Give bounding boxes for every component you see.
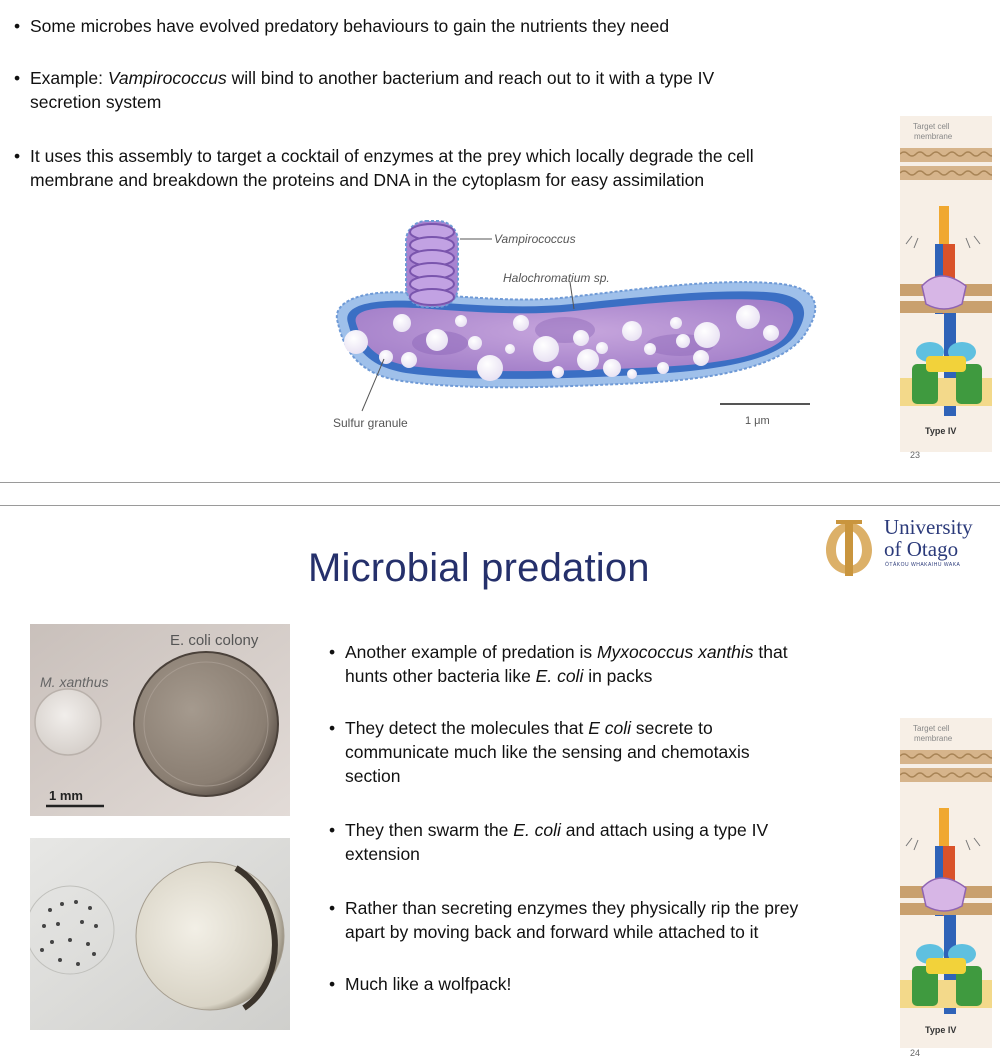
bullet-emphasis: Vampirococcus <box>107 68 227 88</box>
slide-title: Microbial predation <box>308 546 650 590</box>
bullet-text: section <box>345 766 401 786</box>
halochromatium-figure: Vampirococcus Halochromatium sp. Sulfur … <box>333 220 817 430</box>
bullet-wolfpack: • Much like a wolfpack! <box>329 972 512 996</box>
university-logo: University of Otago ŌTĀKOU WHAKAIHU WAKA <box>822 516 994 580</box>
bullet-detect-molecules: • They detect the molecules that E coli … <box>329 716 750 788</box>
label-vampirococcus: Vampirococcus <box>494 232 576 246</box>
bullet-text: Example: <box>30 68 108 88</box>
page-number: 24 <box>910 1048 921 1058</box>
bullet-text: membrane and breakdown the proteins and … <box>30 170 705 190</box>
mxanthus-swarm-dots <box>40 900 98 966</box>
label-mxanthus: M. xanthus <box>40 674 108 690</box>
slide-24: University of Otago ŌTĀKOU WHAKAIHU WAKA… <box>0 506 1000 1058</box>
bullet-enzyme-cocktail: • It uses this assembly to target a cock… <box>14 144 754 192</box>
bullet-myxococcus: • Another example of predation is Myxoco… <box>329 640 788 688</box>
bullet-text: Some microbes have evolved predatory beh… <box>30 16 670 36</box>
ecoli-colony-bottom-shadow <box>234 865 278 1011</box>
bullet-dot: • <box>329 718 336 738</box>
bullet-text: secretion system <box>30 92 162 112</box>
otago-crest-icon <box>826 520 872 576</box>
label-scale: 1 μm <box>745 415 770 427</box>
bullet-text: They detect the molecules that <box>345 718 589 738</box>
slide-separator <box>0 482 1000 506</box>
type-iv-secretion-figure: Target cell membrane Type IV <box>900 116 992 452</box>
bullet-dot: • <box>329 898 336 918</box>
bullet-dot: • <box>14 146 21 166</box>
sulfur-granules <box>344 305 779 381</box>
bullet-text: It uses this assembly to target a cockta… <box>30 146 754 166</box>
bullet-dot: • <box>329 974 336 994</box>
ecoli-colony-highlight <box>143 661 269 787</box>
type-iv-secretion-figure: Target cell membrane Type IV <box>900 718 992 1048</box>
bullet-text: Much like a wolfpack! <box>345 974 512 994</box>
bullet-emphasis: E. coli <box>513 820 561 840</box>
label-target-cell: Target cell <box>913 122 950 131</box>
label-type-iv: Type IV <box>925 426 956 436</box>
bullet-text: Another example of predation is <box>345 642 597 662</box>
bullet-emphasis: E. coli <box>535 666 584 686</box>
target-membrane <box>900 148 992 180</box>
bullet-text: Rather than secreting enzymes they physi… <box>345 898 799 918</box>
bullet-dot: • <box>14 68 21 88</box>
bullet-emphasis: Myxococcus xanthis <box>596 642 754 662</box>
bullet-text: extension <box>345 844 420 864</box>
bullet-predatory-behaviours: • Some microbes have evolved predatory b… <box>14 14 670 38</box>
secretion-apparatus <box>900 808 992 1014</box>
leader-halochromatium <box>569 281 575 310</box>
bullet-text: hunts other bacteria like <box>345 666 536 686</box>
bullet-swarm-attach: • They then swarm the E. coli and attach… <box>329 818 769 866</box>
bullet-text: and attach using a type IV <box>560 820 769 840</box>
logo-line-otago: of Otago <box>884 537 959 561</box>
leader-sulfur <box>361 358 385 412</box>
logo-line-university: University <box>884 515 973 539</box>
slide-23: • Some microbes have evolved predatory b… <box>0 0 1000 482</box>
label-membrane: membrane <box>914 132 953 141</box>
mxanthus-colony-top <box>34 688 102 756</box>
vampirococcus-cell <box>405 220 459 308</box>
label-target-cell: Target cell <box>913 724 950 733</box>
label-type-iv: Type IV <box>925 1025 956 1035</box>
mxanthus-swarm-outline <box>30 885 115 975</box>
bullet-text: apart by moving back and forward while a… <box>345 922 759 942</box>
bullet-dot: • <box>14 16 21 36</box>
label-halochromatium: Halochromatium sp. <box>503 271 610 285</box>
label-membrane: membrane <box>914 734 953 743</box>
bullet-text: They then swarm the <box>345 820 514 840</box>
logo-tagline: ŌTĀKOU WHAKAIHU WAKA <box>885 562 961 568</box>
label-sulfur-granule: Sulfur granule <box>333 416 408 430</box>
label-ecoli-colony: E. coli colony <box>170 632 259 649</box>
secretion-apparatus <box>900 206 992 416</box>
bullet-dot: • <box>329 642 336 662</box>
bullet-dot: • <box>329 820 336 840</box>
bullet-text: secrete to <box>631 718 713 738</box>
bullet-text: communicate much like the sensing and ch… <box>345 742 750 762</box>
page-number: 23 <box>910 450 921 460</box>
ecoli-colony-top <box>133 651 279 797</box>
bullet-text: in packs <box>583 666 653 686</box>
label-photo-scale: 1 mm <box>49 788 83 803</box>
bullet-text: that <box>753 642 788 662</box>
target-membrane <box>900 750 992 782</box>
ecoli-colony-bottom <box>135 861 285 1011</box>
bullet-text: will bind to another bacterium and reach… <box>226 68 715 88</box>
bullet-rip-prey: • Rather than secreting enzymes they phy… <box>329 896 799 944</box>
bullet-emphasis: E coli <box>588 718 631 738</box>
bullet-vampirococcus-example: • Example: Vampirococcus will bind to an… <box>14 66 715 114</box>
myxococcus-photo: E. coli colony M. xanthus 1 mm <box>30 624 290 1030</box>
